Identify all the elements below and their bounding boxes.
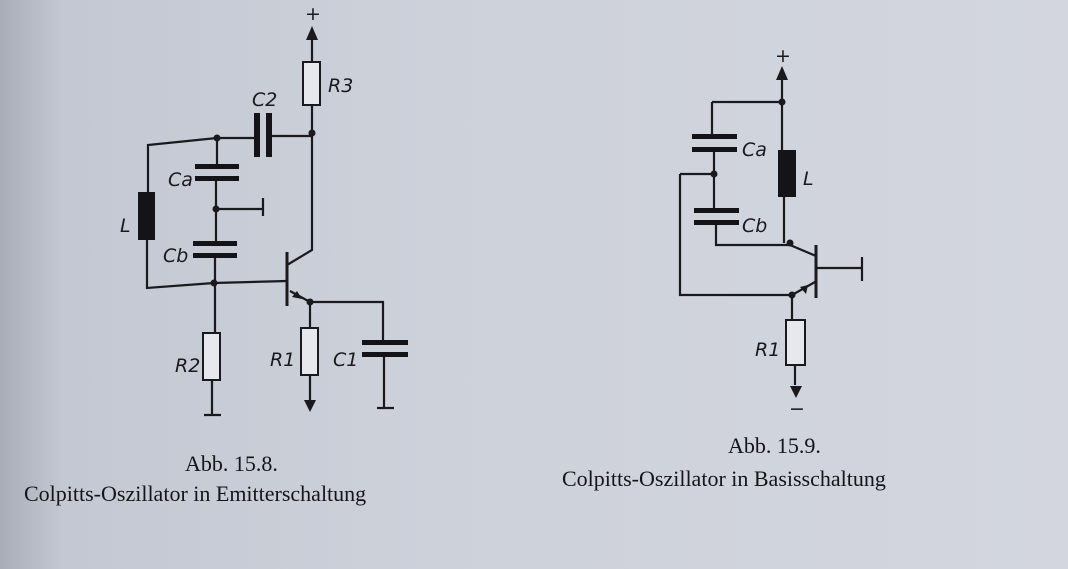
label-r1: R1	[270, 349, 295, 371]
label-cb: Cb	[163, 245, 188, 267]
capacitor-ca	[195, 164, 239, 169]
capacitor-cb	[193, 241, 237, 246]
emitter-arrow	[800, 285, 808, 294]
label-r2: R2	[175, 355, 200, 377]
label-c2: C2	[252, 89, 277, 111]
supply-plus-label: +	[305, 3, 321, 25]
caption-number-left: Abb. 15.8.	[185, 451, 278, 476]
resistor-r2	[202, 332, 221, 381]
caption-title-left: Colpitts-Oszillator in Emitterschaltung	[24, 481, 367, 506]
supply-plus-label: +	[775, 45, 791, 67]
supply-arrow	[306, 26, 318, 40]
label-ca: Ca	[168, 169, 193, 191]
emitter-arrow	[292, 291, 302, 299]
capacitor-c2	[254, 113, 260, 157]
inductor-l	[778, 150, 796, 197]
resistor-r3	[302, 61, 321, 106]
capacitor-cb	[694, 208, 739, 213]
label-r3: R3	[328, 75, 353, 97]
capacitor-c1	[362, 340, 408, 345]
label-l: L	[803, 168, 814, 190]
resistor-r1	[300, 327, 319, 376]
supply-minus-label: −	[789, 398, 805, 420]
label-c1: C1	[333, 349, 358, 371]
inductor-l	[138, 192, 155, 240]
label-r1: R1	[755, 339, 780, 361]
label-cb: Cb	[742, 215, 767, 237]
resistor-r1	[785, 319, 806, 366]
caption-title-right: Colpitts-Oszillator in Basisschaltung	[562, 466, 886, 491]
capacitor-ca	[692, 134, 737, 139]
caption-number-right: Abb. 15.9.	[728, 433, 821, 458]
label-l: L	[120, 215, 131, 237]
circuit-emitter: + R3 C2 L Ca Cb R2 R1 C1	[120, 3, 408, 417]
label-ca: Ca	[742, 139, 767, 161]
circuit-base: + Ca Cb L R1 −	[678, 45, 864, 420]
